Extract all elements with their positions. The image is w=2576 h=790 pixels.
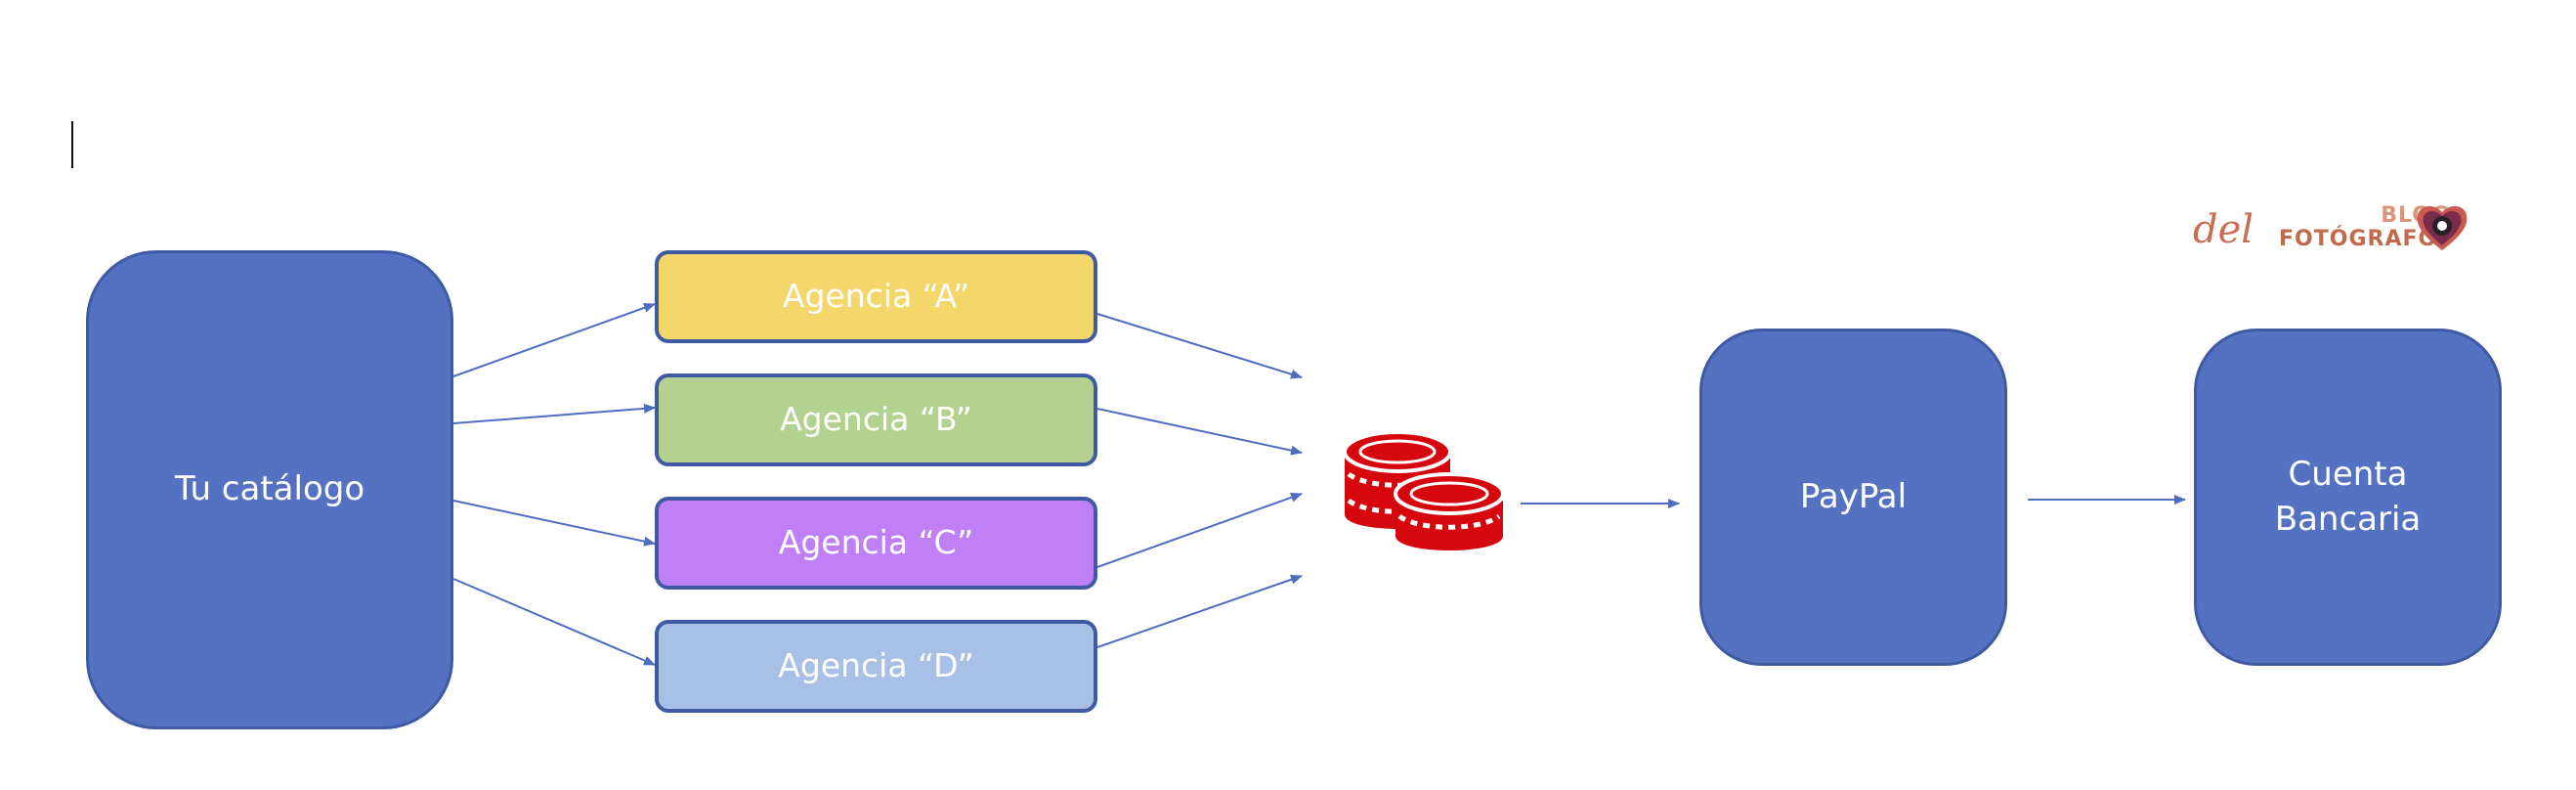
agency-b-box: Agencia “B”: [655, 373, 1097, 466]
agency-d-box: Agencia “D”: [655, 620, 1097, 713]
agency-a-box: Agencia “A”: [655, 250, 1097, 343]
paypal-box: PayPal: [1699, 329, 2007, 666]
arrow-agency-c-to-coins: [1096, 493, 1303, 568]
arrow-agency-b-to-coins: [1096, 408, 1303, 456]
catalog-label: Tu catálogo: [174, 469, 365, 509]
camera-heart-icon: [2417, 205, 2468, 250]
text-cursor: [71, 121, 73, 168]
agency-b-label: Agencia “B”: [780, 400, 972, 439]
arrow-catalog-to-agency-c: [452, 500, 656, 547]
agency-d-label: Agencia “D”: [778, 646, 974, 685]
logo-bottom-text: FOTÓGRAFO: [2279, 227, 2438, 251]
arrow-catalog-to-agency-d: [452, 578, 656, 666]
agency-c-label: Agencia “C”: [778, 523, 974, 562]
bank-account-box: Cuenta Bancaria: [2194, 329, 2502, 666]
catalog-box: Tu catálogo: [86, 250, 453, 729]
agency-a-label: Agencia “A”: [782, 277, 970, 316]
arrow-catalog-to-agency-b: [452, 403, 656, 424]
arrow-agency-d-to-coins: [1096, 574, 1303, 648]
logo-script-text: del: [2193, 207, 2254, 252]
arrow-agency-a-to-coins: [1096, 313, 1303, 379]
agency-c-box: Agencia “C”: [655, 497, 1097, 590]
bank-account-label: Cuenta Bancaria: [2274, 454, 2422, 539]
blog-logo: del BLOG FOTÓGRAFO: [2189, 198, 2468, 266]
paypal-label: PayPal: [1799, 476, 1908, 516]
arrow-catalog-to-agency-a: [452, 303, 656, 377]
coins-stack-icon: [1343, 430, 1505, 550]
